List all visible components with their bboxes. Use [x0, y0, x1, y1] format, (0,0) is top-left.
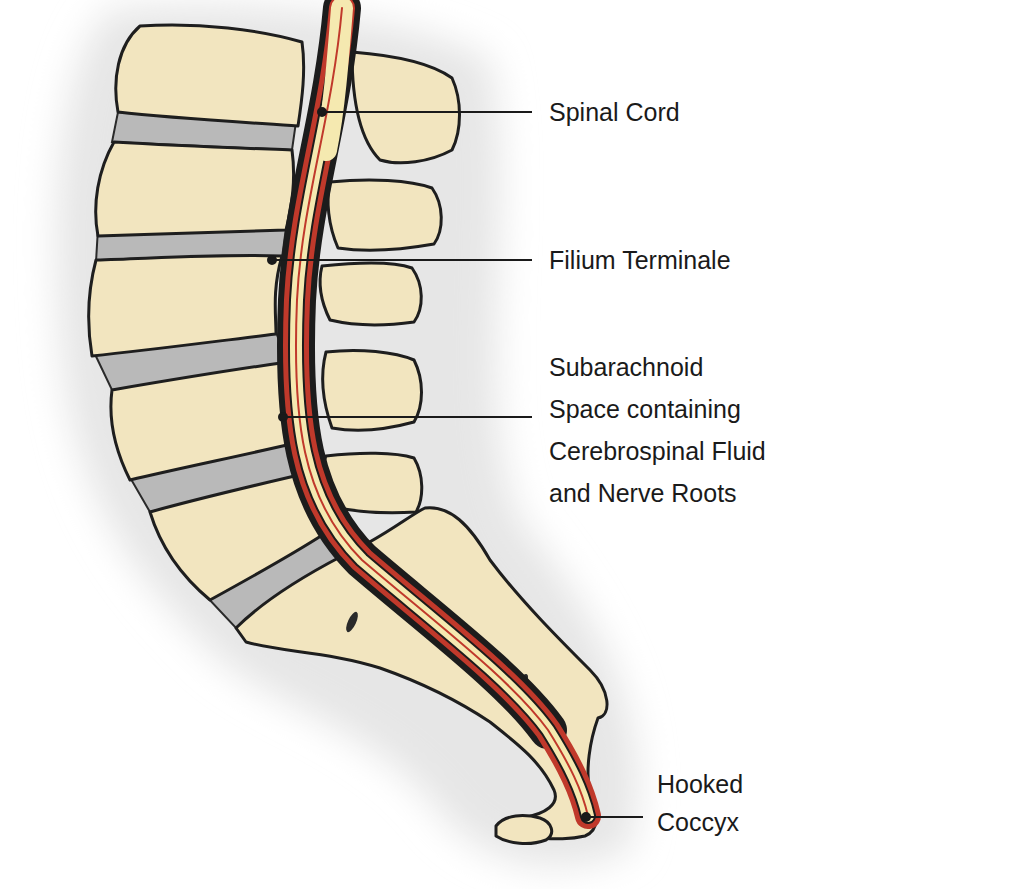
sacrum	[236, 508, 607, 839]
spinal-canal	[296, 8, 588, 816]
callout-label: Subarachnoid Space containing Cerebrospi…	[549, 346, 774, 514]
coccyx	[496, 816, 552, 844]
callout-label: Filium Terminale	[549, 239, 849, 281]
callout-label: Hooked Coccyx	[657, 765, 757, 841]
callout-label: Spinal Cord	[549, 91, 849, 133]
background-shadow	[57, 6, 638, 866]
